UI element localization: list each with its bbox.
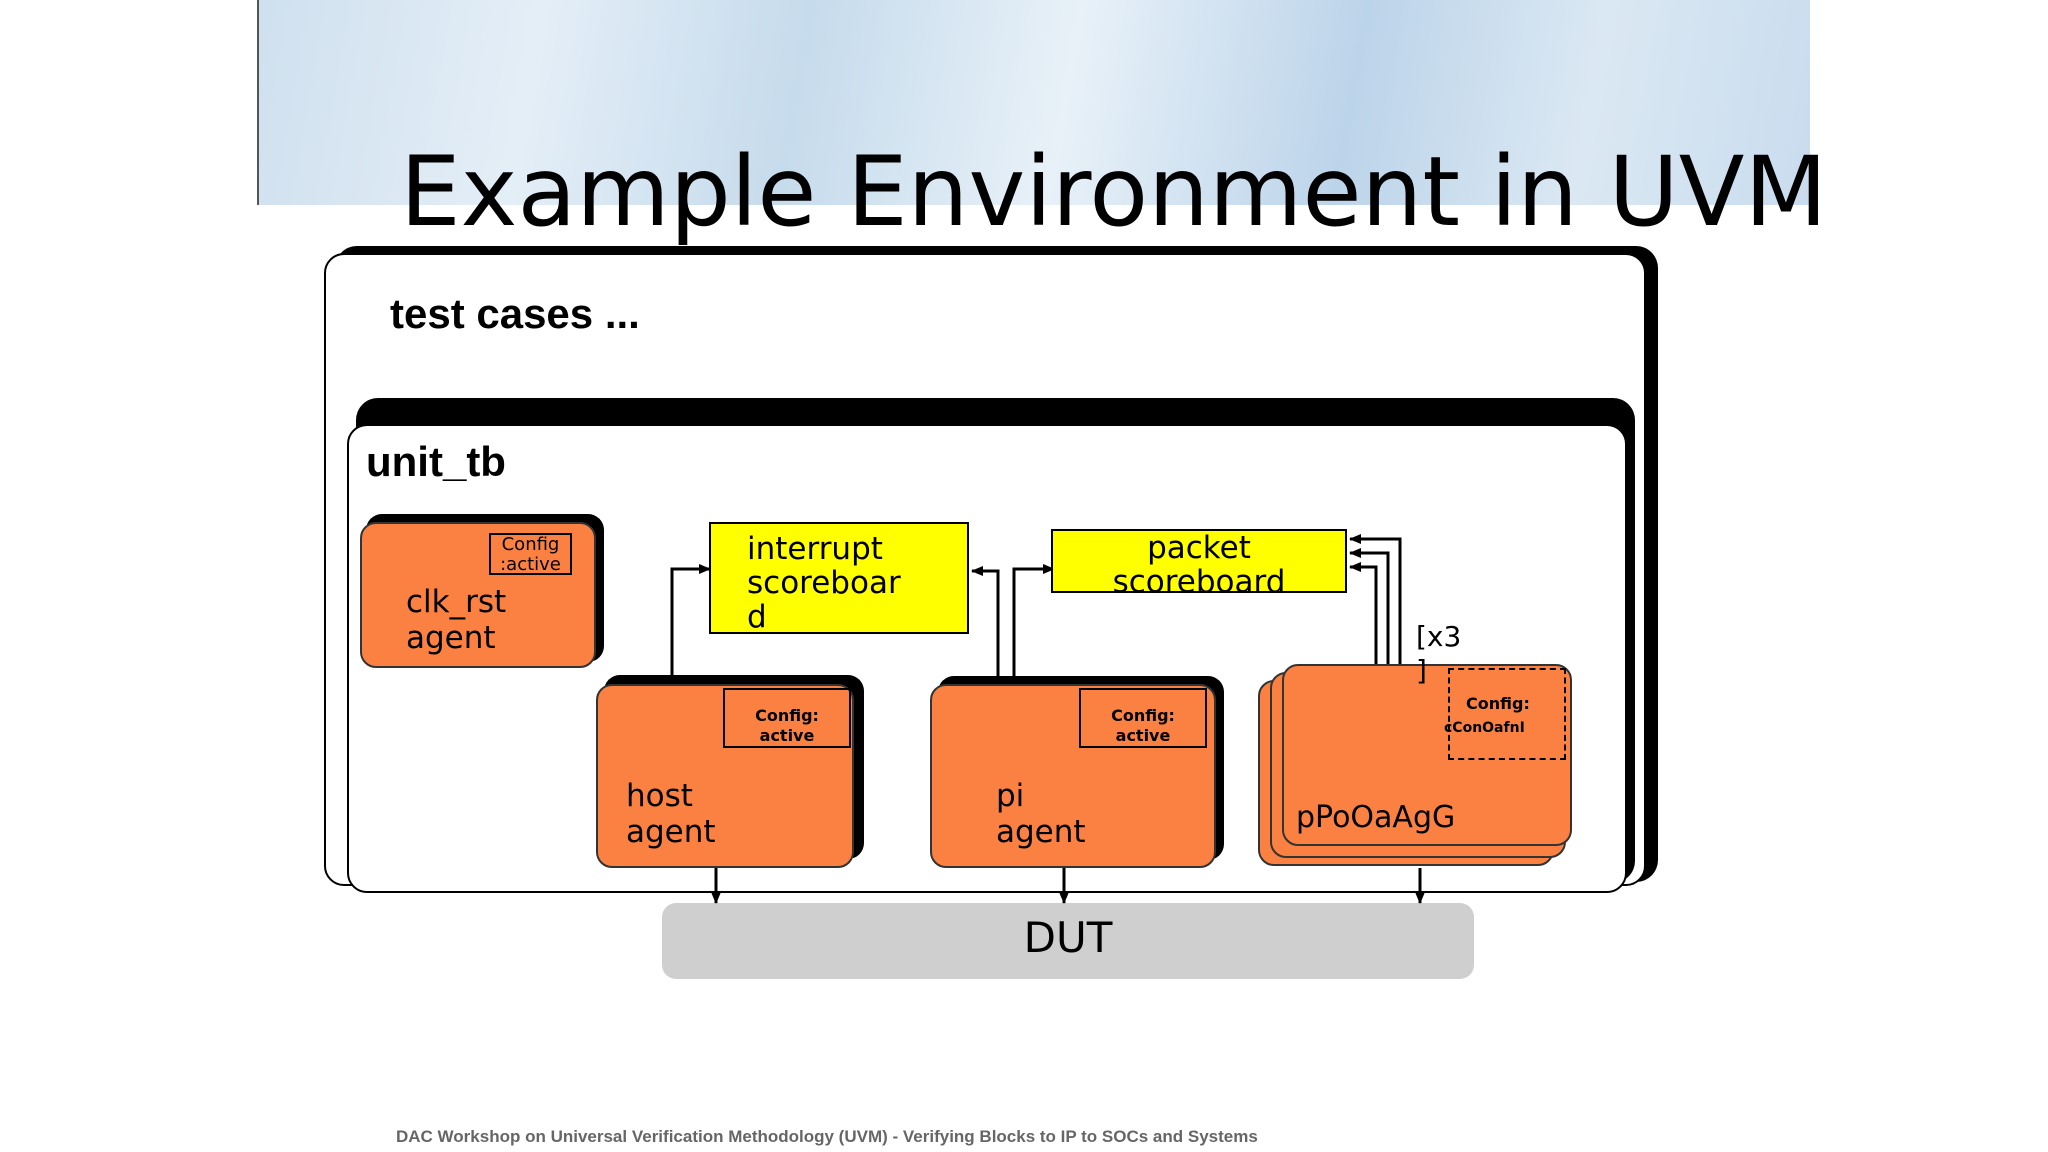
clk-rst-config-label: Config :active [500, 534, 561, 575]
port-config-head: Config: [1466, 694, 1530, 713]
port-config-body: cConOafnI [1444, 720, 1525, 736]
dut-block [662, 903, 1474, 979]
slide-title: Example Environment in UVM [400, 136, 1828, 248]
port-config-box [1448, 668, 1566, 760]
port-agent-label: pPoOaAgG [1296, 800, 1456, 835]
banner-edge [257, 0, 259, 205]
test-cases-label: test cases ... [390, 290, 640, 337]
port-agent-repeat: [x3 ] [1416, 620, 1462, 687]
pi-agent-label: pi agent [996, 778, 1086, 850]
port-agent [1282, 664, 1572, 846]
clk-rst-agent-label: clk_rst agent [406, 584, 507, 656]
packet-scoreboard: packet scoreboard [1051, 529, 1347, 599]
dut-label: DUT [1023, 913, 1113, 962]
pi-agent [930, 684, 1216, 868]
clk-rst-agent [360, 522, 596, 668]
interrupt-scoreboard: interrupt scoreboar d [709, 522, 969, 634]
pi-config-box: Config: active [1079, 688, 1207, 748]
unit-tb-label: unit_tb [366, 438, 506, 485]
pi-config-label: Config: active [1111, 706, 1175, 745]
host-config-label: Config: active [755, 706, 819, 745]
host-agent-label: host agent [626, 778, 716, 850]
host-agent [596, 684, 854, 868]
slide-footer: DAC Workshop on Universal Verification M… [396, 1127, 1258, 1146]
host-config-box: Config: active [723, 688, 851, 748]
clk-rst-config-box: Config :active [489, 533, 572, 575]
header-banner [257, 0, 1810, 205]
